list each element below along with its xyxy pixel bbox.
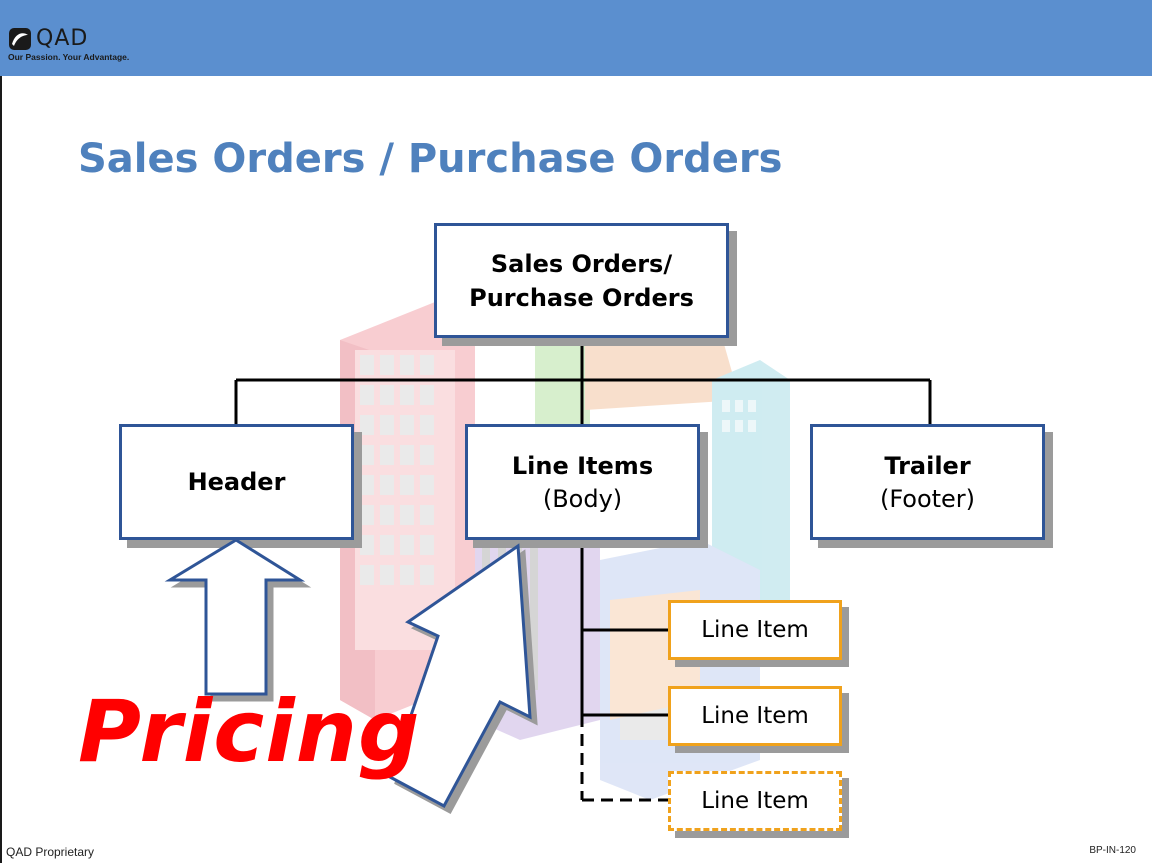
header-bar [0,0,1152,76]
line-item-optional-box: Line Item [668,771,842,831]
qad-globe-icon [9,28,31,50]
left-border [0,76,2,863]
trailer-node-label: Trailer [884,452,971,480]
root-node-line1: Sales Orders/ [490,249,673,278]
header-node-label: Header [187,468,286,496]
diagonal-arrow-to-body [388,543,532,809]
line-item-box: Line Item [668,600,842,660]
slide-title: Sales Orders / Purchase Orders [78,136,783,182]
trailer-node-sublabel: (Footer) [879,485,976,513]
up-arrow-to-header [164,538,306,696]
root-node-line2: Purchase Orders [469,283,694,312]
body-node-box: Line Items (Body) [465,424,700,540]
header-node-box: Header [119,424,354,540]
root-node-box: Sales Orders/ Purchase Orders [434,223,729,338]
logo-tagline: Our Passion. Your Advantage. [8,52,130,62]
footer-slide-code: BP-IN-120 [1089,845,1136,856]
trailer-node-box: Trailer (Footer) [810,424,1045,540]
line-item-box: Line Item [668,686,842,746]
footer-proprietary: QAD Proprietary [6,845,95,859]
pricing-callout: Pricing [78,682,421,782]
body-node-sublabel: (Body) [542,485,623,513]
logo-wordmark: QAD [36,26,89,51]
body-node-label: Line Items [511,452,654,480]
